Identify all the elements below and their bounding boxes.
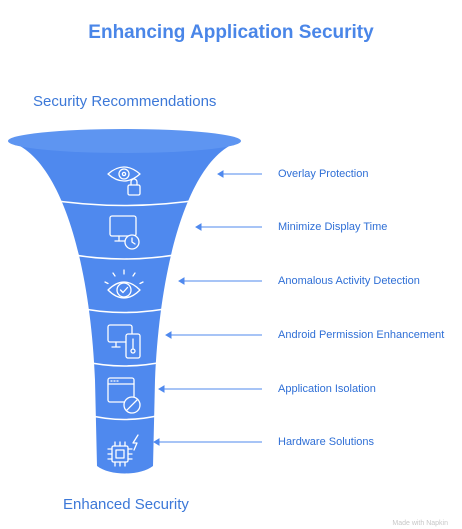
stage-label-hardware-solutions: Hardware Solutions — [278, 436, 374, 448]
arrowhead-icon — [217, 170, 224, 178]
funnel-top-label: Security Recommendations — [33, 93, 217, 110]
eye-check-icon — [104, 269, 144, 299]
funnel-bottom-label: Enhanced Security — [63, 496, 189, 513]
stage-separator — [43, 198, 206, 207]
stage-label-overlay-protection: Overlay Protection — [278, 168, 369, 180]
eye-lock-icon — [107, 166, 141, 196]
page-title: Enhancing Application Security — [88, 22, 374, 43]
stage-separator — [73, 306, 176, 314]
arrowhead-icon — [158, 385, 165, 393]
stage-label-minimize-display-time: Minimize Display Time — [278, 221, 388, 233]
stage-separator — [87, 414, 162, 421]
watermark: Made with Napkin — [392, 520, 448, 527]
arrowhead-icon — [178, 277, 185, 285]
stage-label-anomalous-activity: Anomalous Activity Detection — [278, 275, 420, 287]
arrowhead-icon — [153, 438, 160, 446]
arrowhead-icon — [165, 331, 172, 339]
devices-thermometer-icon — [107, 324, 141, 359]
stage-separator — [81, 360, 168, 367]
stage-label-application-isolation: Application Isolation — [278, 383, 376, 395]
stage-label-android-permission: Android Permission Enhancement — [278, 329, 445, 341]
chip-power-icon — [107, 434, 139, 467]
monitor-clock-icon — [109, 215, 140, 250]
arrowhead-icon — [195, 223, 202, 231]
window-blocked-icon — [107, 377, 141, 414]
funnel-body — [8, 141, 241, 474]
stage-separator — [62, 252, 187, 260]
funnel-rim — [8, 129, 241, 153]
